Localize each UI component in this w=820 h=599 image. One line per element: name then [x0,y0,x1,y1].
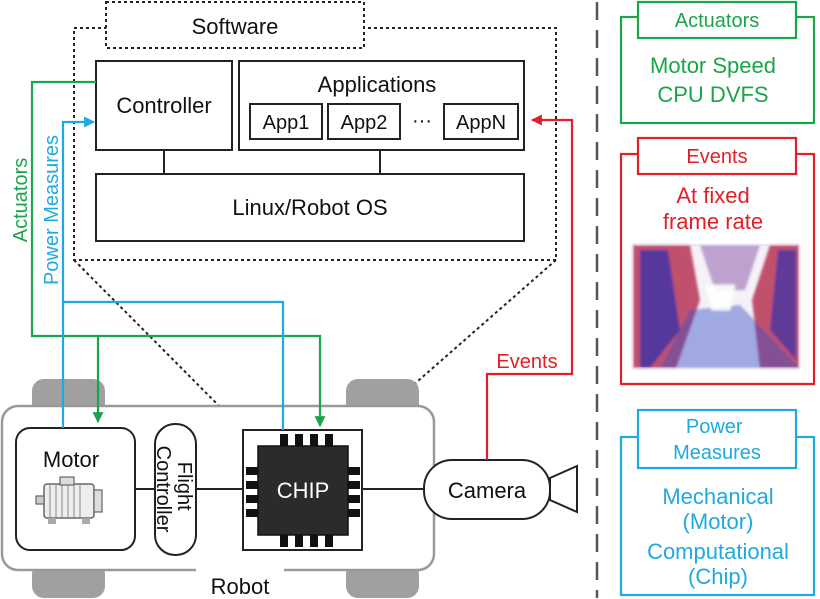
flight-controller-line-2: Controller [152,446,174,533]
legend-power-line-1: Mechanical [662,484,773,509]
power-signal-label: Power Measures [41,135,63,285]
legend-power-title-line-2: Measures [673,442,761,464]
software-title: Software [192,14,279,39]
flight-controller-label: Flight Controller [152,446,195,533]
os-label: Linux/Robot OS [232,195,387,220]
controller-label: Controller [116,93,211,118]
legend-power-title-box [636,408,798,470]
motor-label: Motor [43,447,99,472]
app-box-1 [249,103,323,140]
chip-label: CHIP [277,478,330,503]
applications-label: Applications [318,72,437,97]
legend-events-line-1: At fixed [676,183,749,208]
power-wire-motor [61,116,96,428]
actuators-wire-chip [98,334,326,428]
legend-events-title-box [636,136,798,176]
os-box [95,173,525,242]
legend-events-line-2: frame rate [663,209,763,234]
actuators-signal-label: Actuators [10,158,32,242]
controller-box [95,60,233,151]
app-label-2: App2 [341,112,388,134]
legend-power-line-4: (Chip) [688,564,748,589]
app-ellipsis: ··· [412,110,432,132]
flight-controller-line-1: Flight [173,462,195,511]
legend-power-line-3: Computational [647,539,789,564]
legend-events-title: Events [686,146,747,168]
robot-label-mask [196,566,284,576]
camera-icon [549,464,578,514]
app-box-2 [327,103,401,140]
legend-power-title: Power Measures [673,416,761,464]
zoom-line-left [73,259,244,431]
software-title-box [105,1,365,49]
legend-actuators-line-2: CPU DVFS [657,82,768,107]
legend-power-line-2: (Motor) [683,509,754,534]
events-signal-label: Events [496,351,557,373]
event-frame-image [632,244,800,369]
legend-power-title-line-1: Power [686,416,743,438]
app-label-n: AppN [456,112,506,134]
flight-controller-box [154,423,197,556]
robot-label: Robot [211,574,270,599]
legend-actuators-title-box [636,0,798,40]
zoom-line-right [361,259,557,431]
camera-label: Camera [448,478,527,503]
events-wire [485,114,574,460]
legend-actuators-line-1: Motor Speed [650,53,776,78]
chip-core [257,445,349,536]
legend-actuators-title: Actuators [675,10,759,32]
app-label-1: App1 [263,112,310,134]
actuators-wire-main [30,80,104,424]
chip-pins [246,434,360,547]
power-wire-chip [63,300,285,430]
app-box-n [443,103,519,140]
motor-icon [35,476,103,524]
